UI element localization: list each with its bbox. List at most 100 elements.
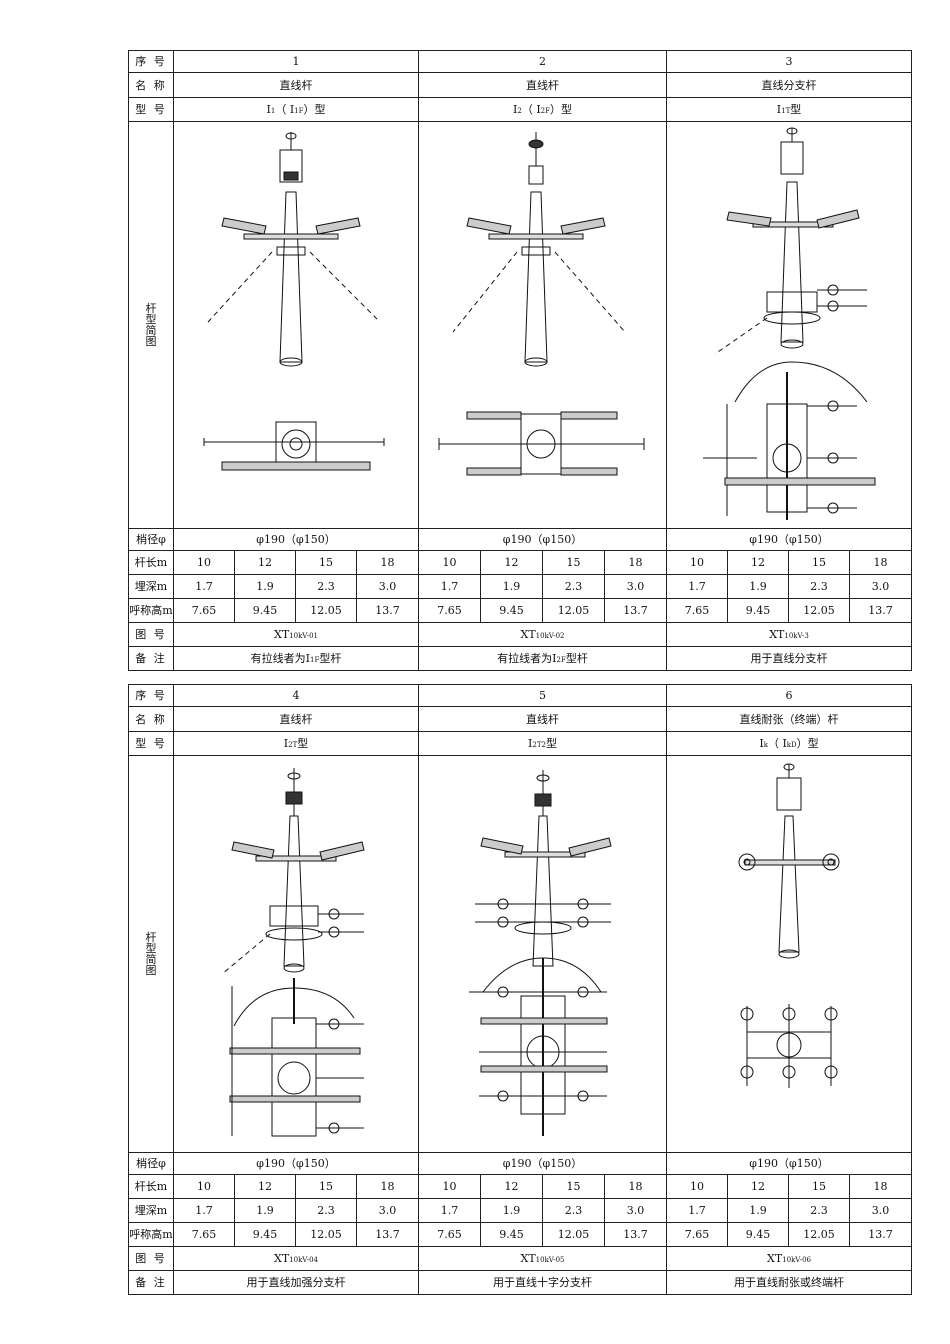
diagram-row: 杆型简图 [128, 755, 912, 1153]
depth-cell: 1.7 [173, 574, 235, 599]
length-cell: 12 [480, 550, 543, 575]
depth-row: 埋深m 1.7 1.9 2.3 3.0 1.7 1.9 2.3 3.0 1.7 … [128, 1198, 912, 1223]
seq-cell: 4 [173, 684, 419, 707]
depth-cell: 1.7 [418, 574, 481, 599]
seq-cell: 6 [666, 684, 912, 707]
name-cell: 直线杆 [173, 72, 419, 98]
remark-cell: 用于直线分支杆 [666, 646, 912, 671]
length-cell: 12 [480, 1174, 543, 1199]
length-cell: 15 [788, 1174, 850, 1199]
length-cell: 18 [356, 1174, 419, 1199]
length-cell: 15 [295, 1174, 357, 1199]
name-label: 名 称 [128, 72, 174, 98]
length-cell: 12 [727, 1174, 789, 1199]
depth-cell: 1.9 [727, 1198, 789, 1223]
pole-diagram-3 [666, 121, 912, 529]
remark-cell: 用于直线加强分支杆 [173, 1270, 419, 1295]
diameter-cell: φ190（φ150） [173, 528, 419, 551]
depth-cell: 3.0 [604, 574, 667, 599]
pole-diagram-1 [173, 121, 419, 529]
length-cell: 15 [295, 550, 357, 575]
diameter-cell: φ190（φ150） [666, 528, 912, 551]
model-cell: I2T型 [173, 731, 419, 756]
diagram-label: 杆型简图 [128, 755, 174, 1153]
height-cell: 13.7 [604, 598, 667, 623]
length-cell: 18 [356, 550, 419, 575]
model-cell: Ik（ IkD）型 [666, 731, 912, 756]
cross-branch-pole-drawing [469, 770, 612, 1136]
depth-cell: 2.3 [295, 574, 357, 599]
height-cell: 9.45 [234, 598, 296, 623]
seq-row: 序 号 1 2 3 [128, 50, 912, 73]
remark-cell: 用于直线十字分支杆 [418, 1270, 667, 1295]
diagram-label: 杆型简图 [128, 121, 174, 529]
diameter-cell: φ190（φ150） [418, 1152, 667, 1175]
drawing-no-row: 图 号 XT10kV-01 XT10kV-02 XT10kV-3 [128, 622, 912, 647]
depth-label: 埋深m [128, 1198, 174, 1223]
name-row: 名 称 直线杆 直线杆 直线耐张（终端）杆 [128, 706, 912, 732]
remark-label: 备 注 [128, 1270, 174, 1295]
seq-row: 序 号 4 5 6 [128, 684, 912, 707]
model-cell: I1T型 [666, 97, 912, 122]
height-cell: 9.45 [234, 1222, 296, 1247]
diameter-cell: φ190（φ150） [173, 1152, 419, 1175]
drawing-no-cell: XT10kV-01 [173, 622, 419, 647]
name-cell: 直线杆 [418, 72, 667, 98]
height-cell: 13.7 [356, 1222, 419, 1247]
drawing-no-cell: XT10kV-3 [666, 622, 912, 647]
pole-spec-table-1: 序 号 1 2 3 名 称 直线杆 直线杆 直线分支杆 型 号 I1（ I1F）… [128, 50, 912, 671]
height-cell: 7.65 [173, 598, 235, 623]
length-label: 杆长m [128, 1174, 174, 1199]
height-cell: 7.65 [666, 1222, 728, 1247]
model-row: 型 号 I2T型 I2T2型 Ik（ IkD）型 [128, 731, 912, 756]
height-cell: 7.65 [418, 598, 481, 623]
remark-cell: 有拉线者为I1F型杆 [173, 646, 419, 671]
seq-cell: 3 [666, 50, 912, 73]
drawing-no-cell: XT10kV-06 [666, 1246, 912, 1271]
height-cell: 7.65 [173, 1222, 235, 1247]
depth-cell: 3.0 [356, 574, 419, 599]
depth-cell: 3.0 [849, 574, 912, 599]
remark-cell: 有拉线者为I2F型杆 [418, 646, 667, 671]
height-cell: 12.05 [788, 598, 850, 623]
seq-cell: 1 [173, 50, 419, 73]
seq-cell: 2 [418, 50, 667, 73]
length-cell: 18 [849, 550, 912, 575]
model-cell: I2（ I2F）型 [418, 97, 667, 122]
seq-cell: 5 [418, 684, 667, 707]
height-cell: 12.05 [295, 598, 357, 623]
drawing-no-cell: XT10kV-04 [173, 1246, 419, 1271]
height-cell: 7.65 [418, 1222, 481, 1247]
depth-cell: 3.0 [849, 1198, 912, 1223]
height-cell: 12.05 [542, 1222, 605, 1247]
length-cell: 18 [604, 1174, 667, 1199]
branch-pole-drawing [703, 127, 876, 520]
diameter-row: 梢径φ φ190（φ150） φ190（φ150） φ190（φ150） [128, 1152, 912, 1175]
length-row: 杆长m 10 12 15 18 10 12 15 18 10 12 15 18 [128, 550, 912, 575]
depth-row: 埋深m 1.7 1.9 2.3 3.0 1.7 1.9 2.3 3.0 1.7 … [128, 574, 912, 599]
depth-cell: 2.3 [542, 574, 605, 599]
depth-cell: 3.0 [356, 1198, 419, 1223]
length-cell: 12 [234, 1174, 296, 1199]
length-cell: 10 [418, 1174, 481, 1199]
diameter-row: 梢径φ φ190（φ150） φ190（φ150） φ190（φ150） [128, 528, 912, 551]
height-cell: 9.45 [727, 1222, 789, 1247]
depth-cell: 2.3 [788, 574, 850, 599]
pole-spec-table-2: 序 号 4 5 6 名 称 直线杆 直线杆 直线耐张（终端）杆 型 号 I2T型… [128, 684, 912, 1295]
name-cell: 直线分支杆 [666, 72, 912, 98]
length-cell: 12 [727, 550, 789, 575]
height-cell: 9.45 [480, 598, 543, 623]
pole-diagram-2 [418, 121, 667, 529]
height-label: 呼称高m [128, 1222, 174, 1247]
length-label: 杆长m [128, 550, 174, 575]
diameter-cell: φ190（φ150） [666, 1152, 912, 1175]
remark-row: 备 注 用于直线加强分支杆 用于直线十字分支杆 用于直线耐张或终端杆 [128, 1270, 912, 1295]
diameter-label: 梢径φ [128, 1152, 174, 1175]
diameter-label: 梢径φ [128, 528, 174, 551]
model-cell: I2T2型 [418, 731, 667, 756]
depth-cell: 1.9 [480, 1198, 543, 1223]
length-cell: 18 [604, 550, 667, 575]
depth-cell: 1.9 [234, 574, 296, 599]
depth-cell: 1.9 [480, 574, 543, 599]
drawing-no-label: 图 号 [128, 1246, 174, 1271]
